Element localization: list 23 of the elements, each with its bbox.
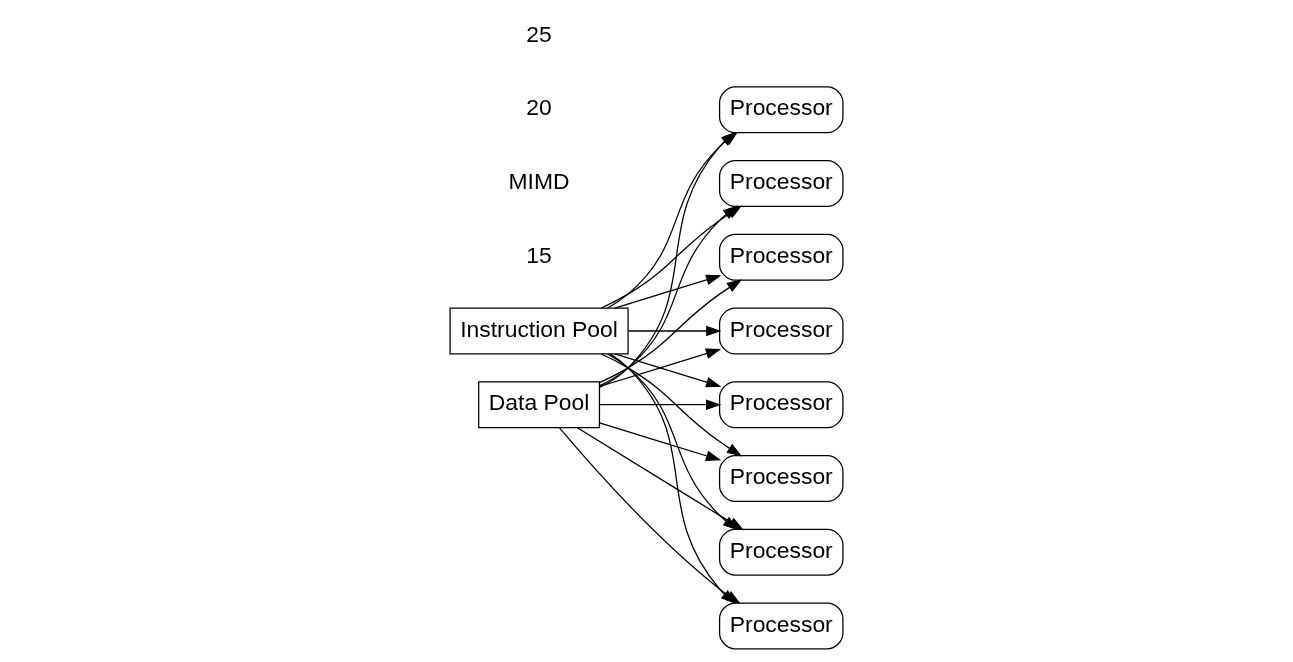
arrow	[598, 422, 722, 461]
label: MIMD	[508, 168, 570, 195]
node-box: Processor	[718, 602, 844, 650]
arrow	[614, 274, 722, 309]
arrow	[598, 399, 722, 411]
node-box: Data Pool	[478, 381, 601, 429]
label: 15	[526, 241, 552, 268]
node-box: Processor	[718, 233, 844, 281]
node-box: Processor	[718, 160, 844, 208]
node-box: Processor	[718, 528, 844, 576]
label: 20	[526, 94, 552, 121]
arrow	[614, 353, 722, 388]
arrow	[627, 325, 722, 337]
node-box: Processor	[718, 86, 844, 134]
node-box: Processor	[718, 307, 844, 355]
node-box: Instruction Pool	[449, 307, 629, 355]
node-box: Processor	[718, 381, 844, 429]
arrow	[598, 279, 743, 384]
arrow	[600, 353, 743, 457]
arrow	[599, 205, 739, 387]
arrow	[598, 348, 722, 388]
label: 25	[526, 20, 552, 47]
node-box: Processor	[718, 454, 844, 502]
